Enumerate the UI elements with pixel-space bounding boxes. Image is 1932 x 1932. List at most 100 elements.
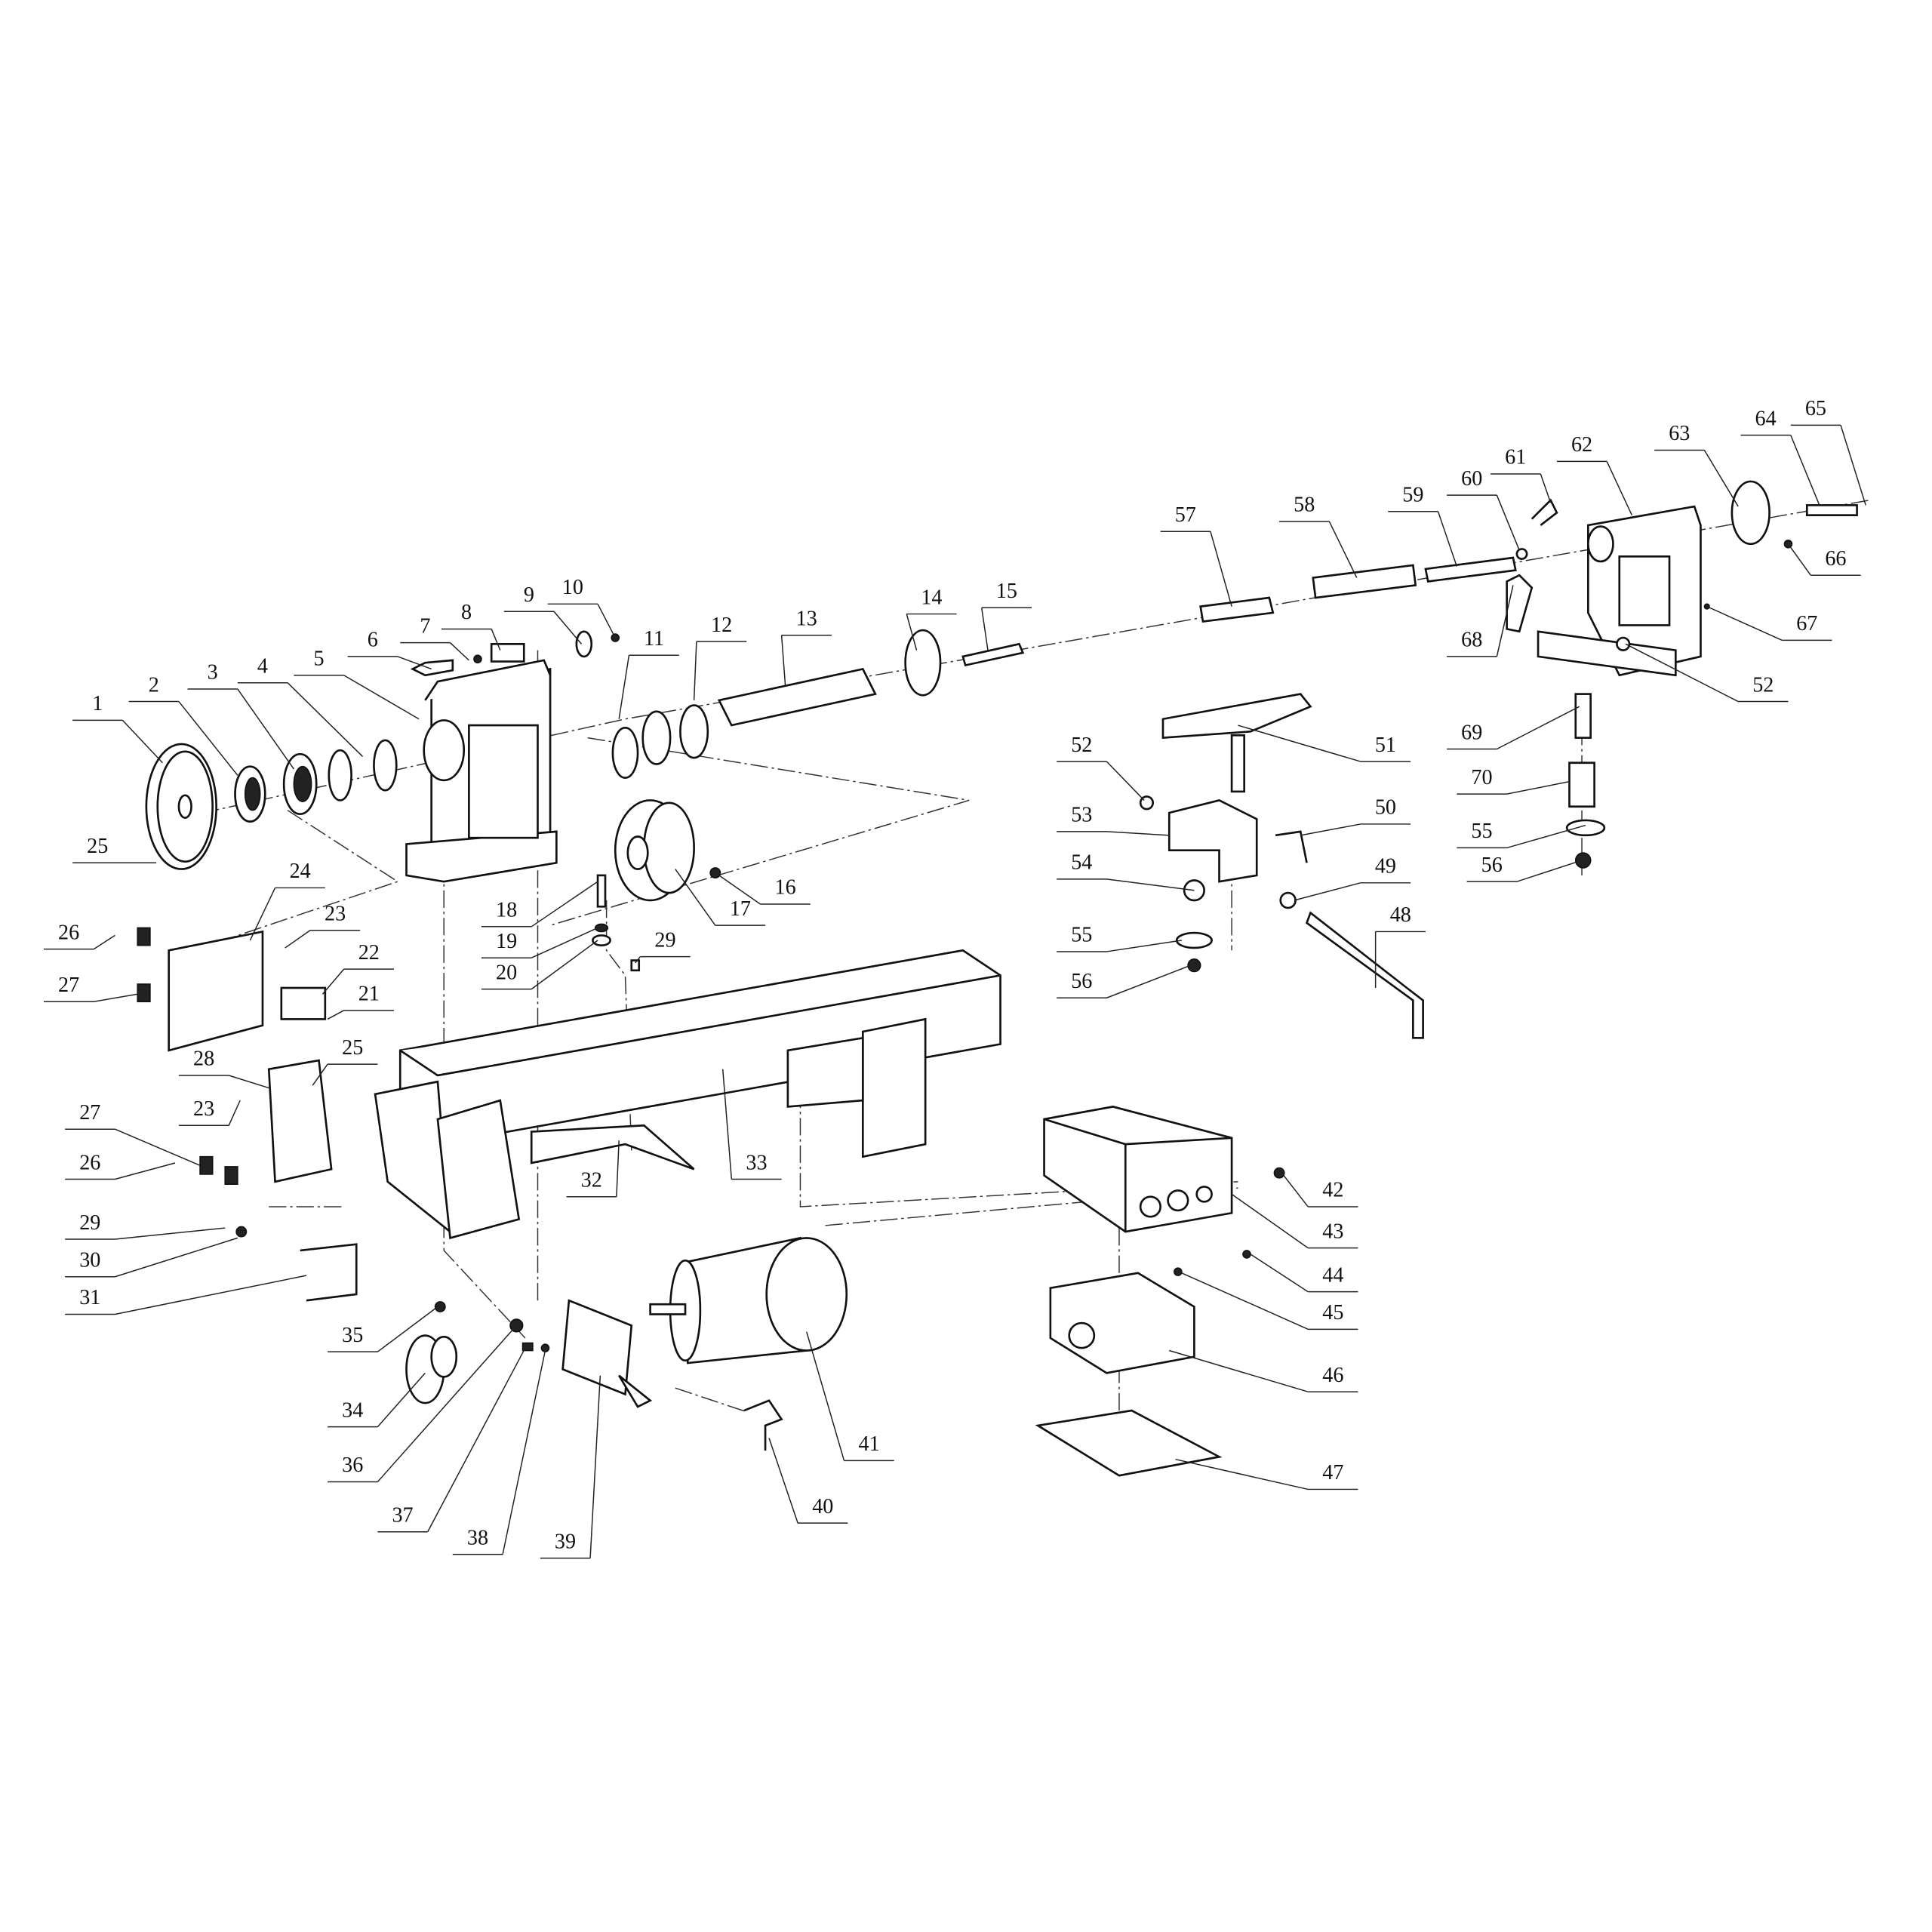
leader-line: [718, 875, 811, 905]
part-number-label: 28: [193, 1048, 214, 1071]
part-number-label: 16: [774, 876, 795, 900]
motor-plate: [561, 1299, 633, 1396]
callout: 6: [347, 629, 432, 670]
spindle-bearings: [641, 704, 709, 765]
drive-pulley: [614, 799, 695, 902]
part-number-label: 54: [1071, 851, 1092, 875]
leader-line: [328, 1372, 426, 1428]
leader-line: [1740, 434, 1820, 506]
tailstock-casting: [1537, 505, 1702, 677]
bearing-outer: [234, 765, 266, 823]
callout: 24: [249, 860, 325, 941]
drive-center: [961, 642, 1025, 667]
leader-line: [1181, 1272, 1358, 1331]
ring-60: [1515, 548, 1528, 560]
leader-line: [1175, 1458, 1358, 1491]
part-number-label: 60: [1461, 467, 1482, 491]
callout: 56: [1466, 854, 1583, 882]
part-number-label: 14: [921, 586, 942, 609]
leader-line: [566, 1140, 620, 1198]
leader-line: [1556, 460, 1633, 515]
callout: 2: [128, 673, 238, 776]
washer-55b: [1565, 819, 1606, 837]
callout: 54: [1057, 851, 1195, 891]
callout: 65: [1790, 397, 1866, 506]
part-number-label: 27: [58, 974, 79, 997]
base-plate: [1035, 1409, 1223, 1477]
part-number-label: 65: [1805, 397, 1826, 420]
leader-line: [178, 1100, 241, 1127]
leader-line: [481, 927, 598, 958]
callout: 25: [312, 1036, 378, 1086]
leader-line: [65, 1227, 226, 1240]
part-number-label: 17: [730, 897, 751, 921]
part-number-label: 56: [1481, 854, 1503, 877]
pulley-cover: [168, 930, 264, 1052]
callout: 39: [540, 1375, 601, 1559]
callout: 64: [1740, 407, 1820, 506]
leader-line: [1466, 860, 1583, 882]
leader-line: [693, 641, 747, 700]
leader-line: [65, 1128, 201, 1166]
leader-line: [540, 1375, 601, 1559]
part-number-label: 41: [859, 1432, 880, 1456]
callout: 1: [72, 692, 163, 764]
leader-line: [1457, 780, 1570, 795]
leader-line: [285, 930, 361, 949]
hinges: [137, 927, 238, 1185]
leader-line: [1787, 543, 1861, 576]
callout: 26: [65, 1151, 176, 1180]
part-number-label: 56: [1071, 970, 1092, 993]
callout: 14: [906, 586, 957, 651]
latch: [235, 1226, 248, 1238]
part-number-label: 46: [1322, 1364, 1343, 1387]
leader-line: [1374, 931, 1426, 988]
part-number-label: 3: [208, 661, 218, 685]
part-number-label: 34: [342, 1398, 363, 1422]
part-number-label: 43: [1322, 1220, 1343, 1243]
leader-line: [1250, 1254, 1358, 1293]
leader-line: [1654, 449, 1739, 507]
leader-line: [187, 688, 294, 770]
part-number-label: 62: [1571, 433, 1592, 457]
callout: 57: [1160, 503, 1232, 607]
leader-line: [1238, 724, 1411, 762]
callout: 8: [441, 601, 501, 651]
callout: 53: [1057, 804, 1170, 836]
part-number-label: 11: [644, 627, 664, 651]
callout: 45: [1181, 1272, 1358, 1331]
side-panel: [267, 1059, 333, 1183]
part-number-label: 64: [1755, 407, 1777, 430]
callout: 40: [768, 1438, 848, 1524]
leader-line: [294, 675, 420, 720]
headstock-casting: [405, 659, 558, 883]
callout: 27: [65, 1101, 201, 1166]
tailstock-handwheel: [1730, 480, 1770, 546]
leader-line: [1447, 494, 1520, 551]
part-number-label: 12: [711, 614, 732, 637]
leader-line: [1279, 521, 1358, 578]
part-number-label: 52: [1752, 673, 1774, 697]
lock-handle-50: [1275, 830, 1308, 863]
leader-line: [980, 607, 1032, 651]
leader-line: [1057, 964, 1191, 998]
leader-line: [1057, 878, 1195, 891]
leader-line: [1388, 510, 1458, 567]
callout: 5: [294, 648, 420, 720]
callout: 29: [635, 928, 691, 964]
leader-line: [43, 993, 138, 1002]
leader-line: [481, 881, 598, 928]
clamp-bolt: [1574, 693, 1592, 739]
callout: 49: [1294, 855, 1411, 901]
callout: 61: [1491, 446, 1552, 503]
leader-line: [1231, 1193, 1358, 1249]
part-number-label: 29: [654, 928, 675, 952]
callout: 28: [178, 1048, 269, 1089]
leader-line: [1057, 940, 1182, 952]
callout: 22: [321, 941, 394, 995]
leader-line: [328, 1306, 438, 1352]
leader-line: [618, 654, 679, 719]
cam-lever: [1305, 911, 1424, 1039]
